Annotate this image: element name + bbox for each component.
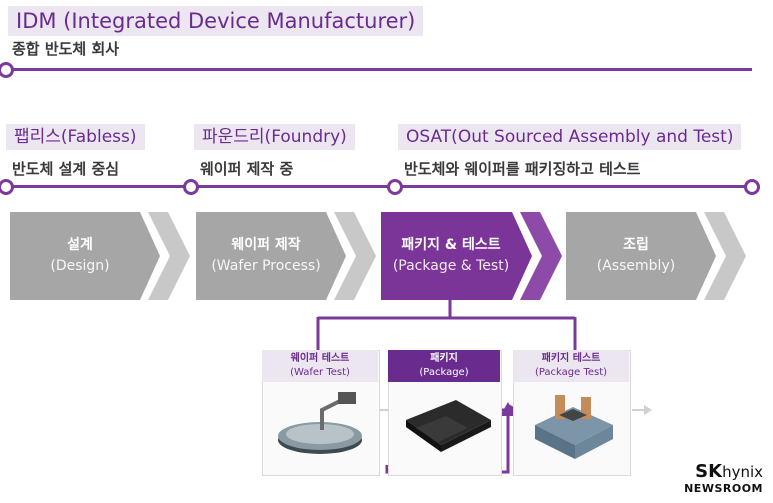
- role-osat-title: OSAT(Out Sourced Assembly and Test): [398, 124, 742, 150]
- substep-package-label: 패키지 (Package): [388, 350, 500, 382]
- idm-subtitle: 종합 반도체 회사: [12, 40, 120, 58]
- idm-title: IDM (Integrated Device Manufacturer): [8, 6, 424, 36]
- role-osat-desc: 반도체와 웨이퍼를 패키징하고 테스트: [404, 160, 641, 178]
- role-timeline: [4, 185, 752, 188]
- logo-newsroom: NEWSROOM: [684, 482, 763, 495]
- wafer-test-illustration: [278, 392, 362, 454]
- idm-timeline: [4, 68, 752, 71]
- step-package-sub: (Package & Test): [392, 258, 510, 274]
- step-wafer-arrow: [334, 212, 376, 300]
- substep-package-test-sub: (Package Test): [534, 367, 608, 378]
- substep-package-sub: (Package): [419, 367, 469, 378]
- step-design-name: 설계: [67, 237, 93, 253]
- step-package-name: 패키지 & 테스트: [401, 237, 501, 253]
- step-assembly-name: 조립: [623, 237, 649, 253]
- package-test-illustration: [535, 395, 613, 459]
- idm-timeline-node: [0, 62, 14, 78]
- step-design-shape: [10, 212, 160, 300]
- logo-sk: SK: [695, 461, 723, 482]
- step-wafer-name: 웨이퍼 제작: [231, 237, 301, 253]
- role-fabless-title: 팹리스(Fabless): [6, 124, 145, 150]
- step-design-sub: (Design): [50, 258, 110, 274]
- process-flow: [10, 212, 746, 300]
- step-assembly-shape: [566, 212, 716, 300]
- substep-bracket: [316, 300, 652, 474]
- sk-hynix-logo: SKhynix NEWSROOM: [684, 461, 763, 496]
- role-foundry-title: 파운드리(Foundry): [194, 124, 355, 150]
- step-package-arrow: [520, 212, 562, 300]
- package-illustration: [406, 400, 491, 452]
- step-design-arrow: [148, 212, 190, 300]
- role-foundry-desc: 웨이퍼 제작 중: [200, 160, 294, 178]
- step-assembly-arrow: [704, 212, 746, 300]
- role-node-foundry: [183, 179, 199, 195]
- step-package-text: 패키지 & 테스트 (Package & Test): [381, 235, 521, 277]
- role-fabless-desc: 반도체 설계 중심: [12, 160, 120, 178]
- substep-wafer-test-label: 웨이퍼 테스트 (Wafer Test): [262, 350, 378, 382]
- substep-package-name: 패키지: [430, 353, 458, 364]
- substep-package-test-label: 패키지 테스트 (Package Test): [513, 350, 629, 382]
- substep-wafer-test-sub: (Wafer Test): [290, 367, 350, 378]
- step-wafer-shape: [196, 212, 346, 300]
- step-assembly-sub: (Assembly): [596, 258, 676, 274]
- role-node-end: [744, 179, 760, 195]
- step-wafer-text: 웨이퍼 제작 (Wafer Process): [196, 235, 336, 277]
- substep-wafer-test-name: 웨이퍼 테스트: [290, 353, 350, 364]
- step-wafer-sub: (Wafer Process): [211, 258, 321, 274]
- step-package-shape: [381, 212, 532, 300]
- role-node-fabless: [0, 179, 14, 195]
- role-node-osat: [387, 179, 403, 195]
- step-assembly-text: 조립 (Assembly): [566, 235, 706, 277]
- logo-hynix: hynix: [722, 463, 763, 481]
- step-design-text: 설계 (Design): [10, 235, 150, 277]
- substep-package-test-name: 패키지 테스트: [541, 353, 601, 364]
